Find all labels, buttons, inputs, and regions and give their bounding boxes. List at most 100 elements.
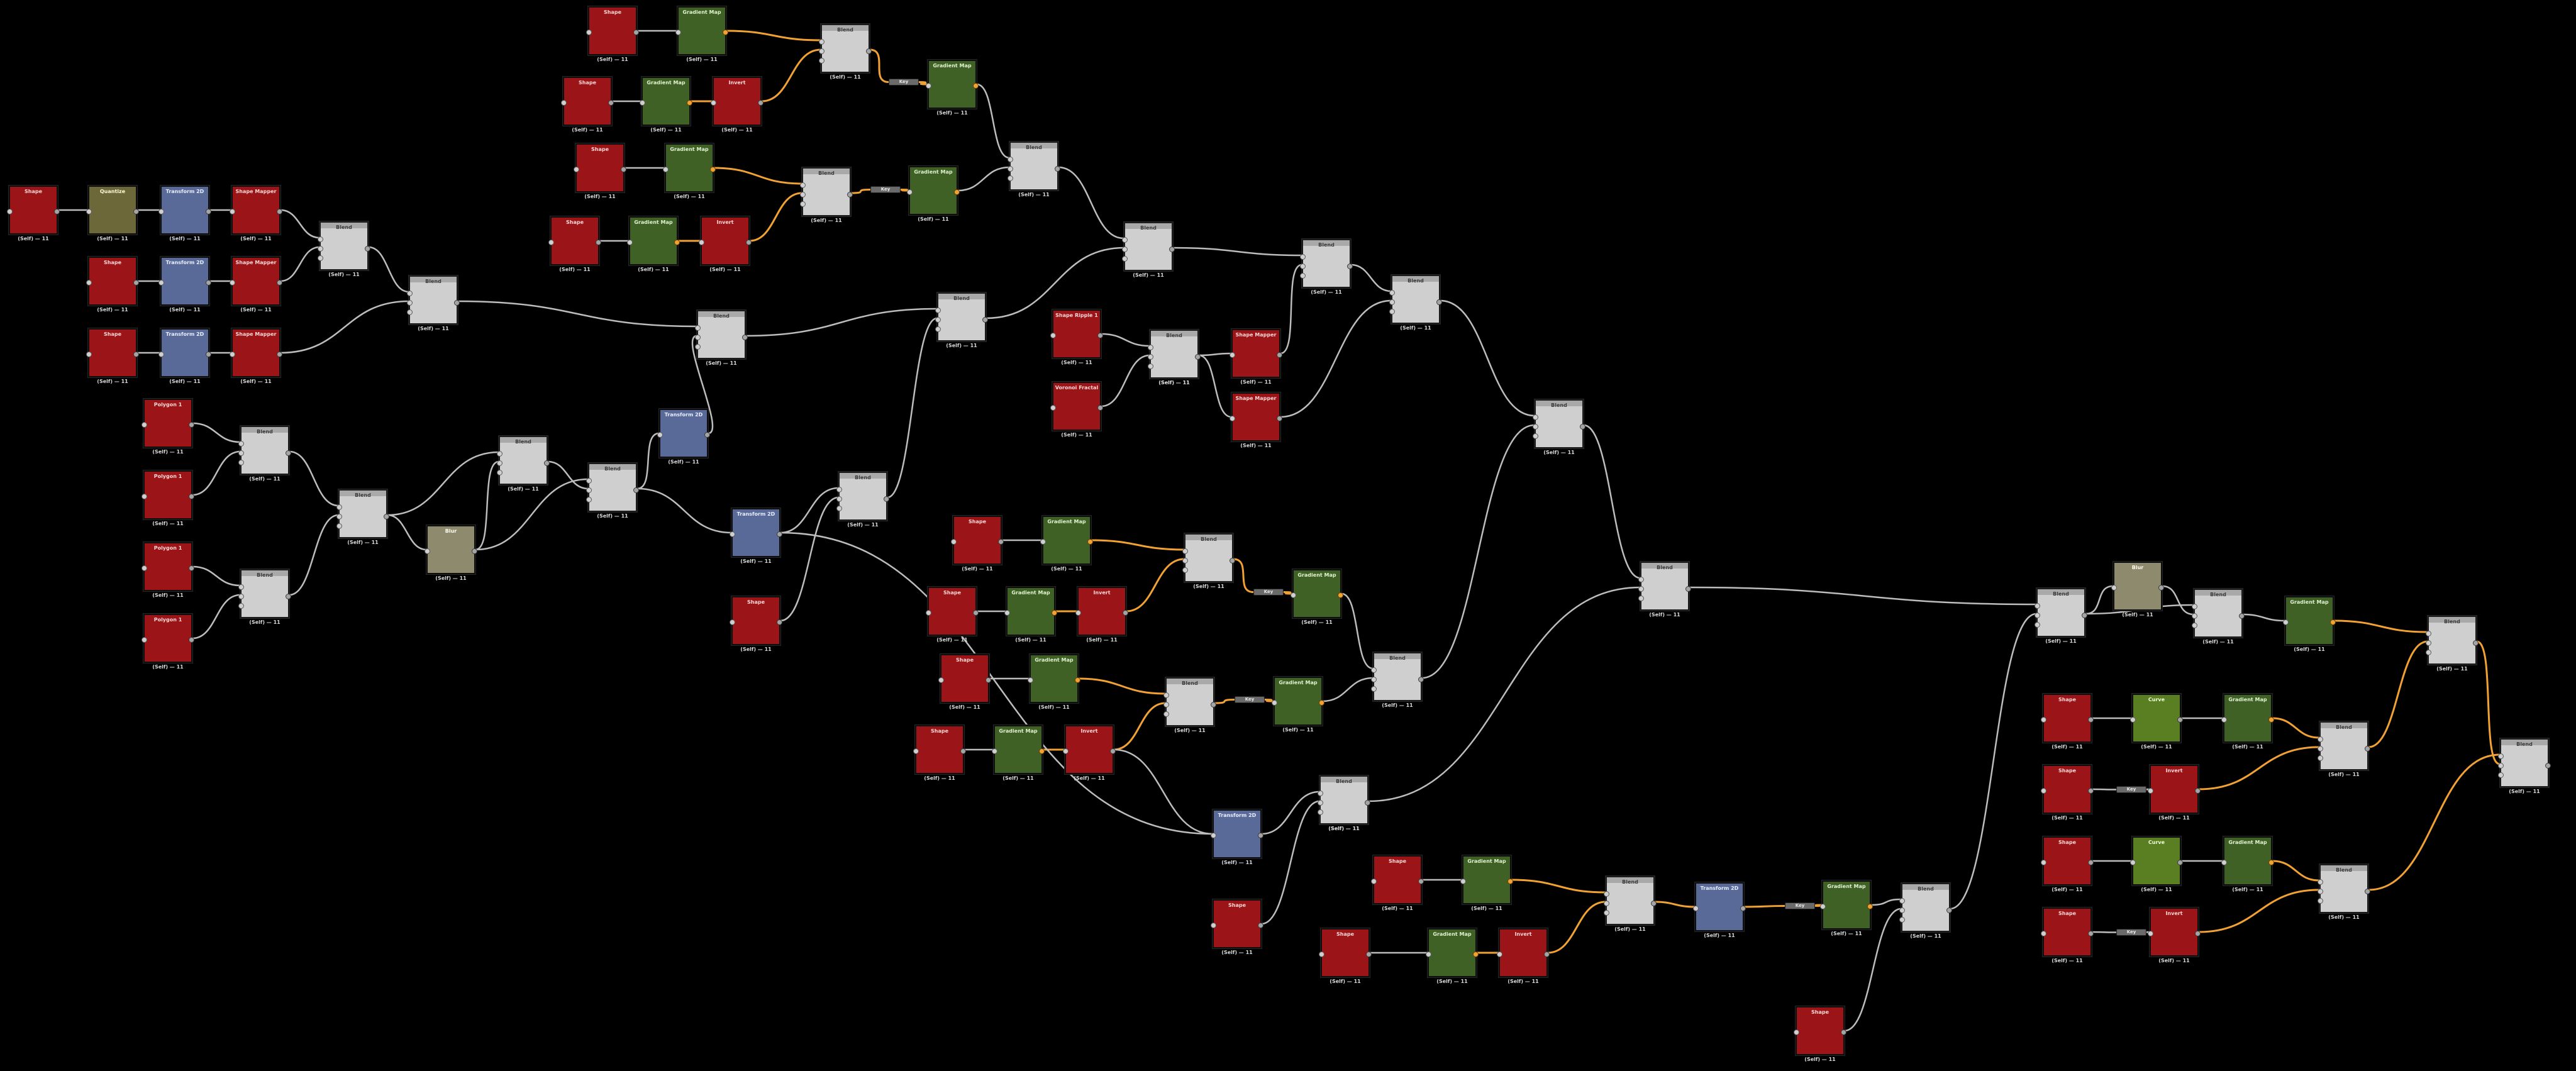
- node-quantize[interactable]: Quantize(Self) — 11: [86, 186, 139, 241]
- output-port[interactable]: [1052, 610, 1057, 616]
- input-port[interactable]: [800, 182, 806, 188]
- node-gradient-map[interactable]: Gradient Map(Self) — 11: [992, 725, 1045, 781]
- output-port[interactable]: [1365, 800, 1370, 806]
- output-port[interactable]: [1507, 879, 1513, 884]
- input-port[interactable]: [1300, 254, 1306, 260]
- input-port[interactable]: [158, 280, 164, 286]
- node-blend[interactable]: Blend(Self) — 11: [336, 489, 389, 545]
- input-port[interactable]: [86, 280, 92, 286]
- input-port[interactable]: [1693, 906, 1699, 911]
- input-port[interactable]: [695, 325, 701, 331]
- input-port[interactable]: [318, 236, 323, 242]
- input-port[interactable]: [1899, 917, 1905, 923]
- node-shape[interactable]: Shape(Self) — 11: [951, 516, 1004, 572]
- input-port[interactable]: [1272, 700, 1277, 706]
- output-port[interactable]: [286, 594, 291, 599]
- input-port[interactable]: [836, 506, 842, 511]
- node-transform-2d[interactable]: Transform 2D(Self) — 11: [1693, 882, 1746, 938]
- node-gradient-map[interactable]: Gradient Map(Self) — 11: [2221, 836, 2274, 892]
- node-gradient-map[interactable]: Gradient Map(Self) — 11: [2221, 694, 2274, 750]
- node-blend[interactable]: Blend(Self) — 11: [407, 275, 460, 331]
- node-polygon-1[interactable]: Polygon 1(Self) — 11: [142, 614, 194, 670]
- output-port[interactable]: [1277, 352, 1282, 358]
- output-port[interactable]: [2088, 717, 2094, 723]
- output-port[interactable]: [621, 167, 626, 172]
- input-port[interactable]: [1371, 879, 1377, 884]
- input-port[interactable]: [907, 189, 913, 195]
- node-blend[interactable]: Blend(Self) — 11: [695, 310, 748, 366]
- node-invert[interactable]: Invert(Self) — 11: [2148, 765, 2201, 821]
- node-invert[interactable]: Invert(Self) — 11: [1497, 928, 1550, 984]
- key-chip[interactable]: Key: [1785, 902, 1815, 909]
- input-port[interactable]: [1148, 354, 1153, 360]
- input-port[interactable]: [1182, 558, 1188, 563]
- input-port[interactable]: [836, 496, 842, 502]
- node-blend[interactable]: Blend(Self) — 11: [1163, 677, 1216, 733]
- input-port[interactable]: [2041, 788, 2046, 794]
- output-port[interactable]: [54, 209, 60, 214]
- input-port[interactable]: [935, 317, 941, 323]
- input-port[interactable]: [238, 460, 244, 465]
- node-shape[interactable]: Shape(Self) — 11: [2041, 907, 2094, 963]
- node-gradient-map[interactable]: Gradient Map(Self) — 11: [1291, 569, 1343, 625]
- node-gradient-map[interactable]: Gradient Map(Self) — 11: [1820, 880, 1873, 936]
- input-port[interactable]: [1063, 748, 1069, 754]
- input-port[interactable]: [1604, 901, 1609, 906]
- input-port[interactable]: [1318, 791, 1323, 796]
- input-port[interactable]: [2035, 613, 2040, 618]
- output-port[interactable]: [454, 300, 460, 306]
- output-port[interactable]: [710, 167, 716, 172]
- input-port[interactable]: [1426, 952, 1431, 957]
- node-gradient-map[interactable]: Gradient Map(Self) — 11: [1028, 654, 1080, 710]
- input-port[interactable]: [1122, 237, 1128, 243]
- input-port[interactable]: [1182, 548, 1188, 554]
- input-port[interactable]: [640, 100, 645, 106]
- node-curve[interactable]: Curve(Self) — 11: [2130, 694, 2183, 750]
- input-port[interactable]: [1899, 898, 1905, 904]
- input-port[interactable]: [2035, 603, 2040, 609]
- node-invert[interactable]: Invert(Self) — 11: [2148, 907, 2201, 963]
- node-blend[interactable]: Blend(Self) — 11: [318, 221, 370, 277]
- output-port[interactable]: [2545, 763, 2551, 769]
- input-port[interactable]: [2498, 772, 2504, 778]
- input-port[interactable]: [1028, 677, 1033, 683]
- output-port[interactable]: [189, 422, 194, 428]
- key-chip[interactable]: Key: [889, 79, 919, 86]
- output-port[interactable]: [2330, 619, 2336, 625]
- input-port[interactable]: [2130, 717, 2136, 723]
- output-port[interactable]: [2177, 717, 2183, 723]
- input-port[interactable]: [2318, 889, 2323, 894]
- input-port[interactable]: [2192, 613, 2197, 619]
- input-port[interactable]: [142, 565, 147, 571]
- node-blend[interactable]: Blend(Self) — 11: [935, 292, 988, 348]
- input-port[interactable]: [730, 619, 735, 625]
- input-port[interactable]: [2111, 585, 2117, 591]
- input-port[interactable]: [230, 209, 235, 214]
- output-port[interactable]: [2473, 640, 2479, 646]
- node-blend[interactable]: Blend(Self) — 11: [1604, 876, 1657, 932]
- output-port[interactable]: [1097, 405, 1103, 411]
- input-port[interactable]: [938, 677, 944, 683]
- node-shape[interactable]: Shape(Self) — 11: [730, 596, 782, 652]
- output-port[interactable]: [206, 352, 211, 357]
- input-port[interactable]: [926, 610, 931, 616]
- input-port[interactable]: [1050, 405, 1056, 411]
- input-port[interactable]: [238, 450, 244, 456]
- output-port[interactable]: [133, 209, 139, 214]
- output-port[interactable]: [1110, 748, 1116, 754]
- input-port[interactable]: [586, 478, 592, 484]
- input-port[interactable]: [2192, 604, 2197, 609]
- node-blend[interactable]: Blend(Self) — 11: [2192, 589, 2245, 645]
- input-port[interactable]: [2318, 879, 2323, 885]
- output-port[interactable]: [1258, 833, 1263, 838]
- input-port[interactable]: [1211, 923, 1216, 928]
- output-port[interactable]: [1195, 354, 1201, 360]
- output-port[interactable]: [1473, 952, 1479, 957]
- input-port[interactable]: [2318, 736, 2323, 742]
- output-port[interactable]: [973, 610, 979, 616]
- node-blend[interactable]: Blend(Self) — 11: [2035, 588, 2087, 644]
- node-shape[interactable]: Shape(Self) — 11: [548, 216, 601, 272]
- input-port[interactable]: [1604, 891, 1609, 897]
- node-shape-mapper[interactable]: Shape Mapper(Self) — 11: [230, 257, 282, 313]
- output-port[interactable]: [1366, 952, 1372, 957]
